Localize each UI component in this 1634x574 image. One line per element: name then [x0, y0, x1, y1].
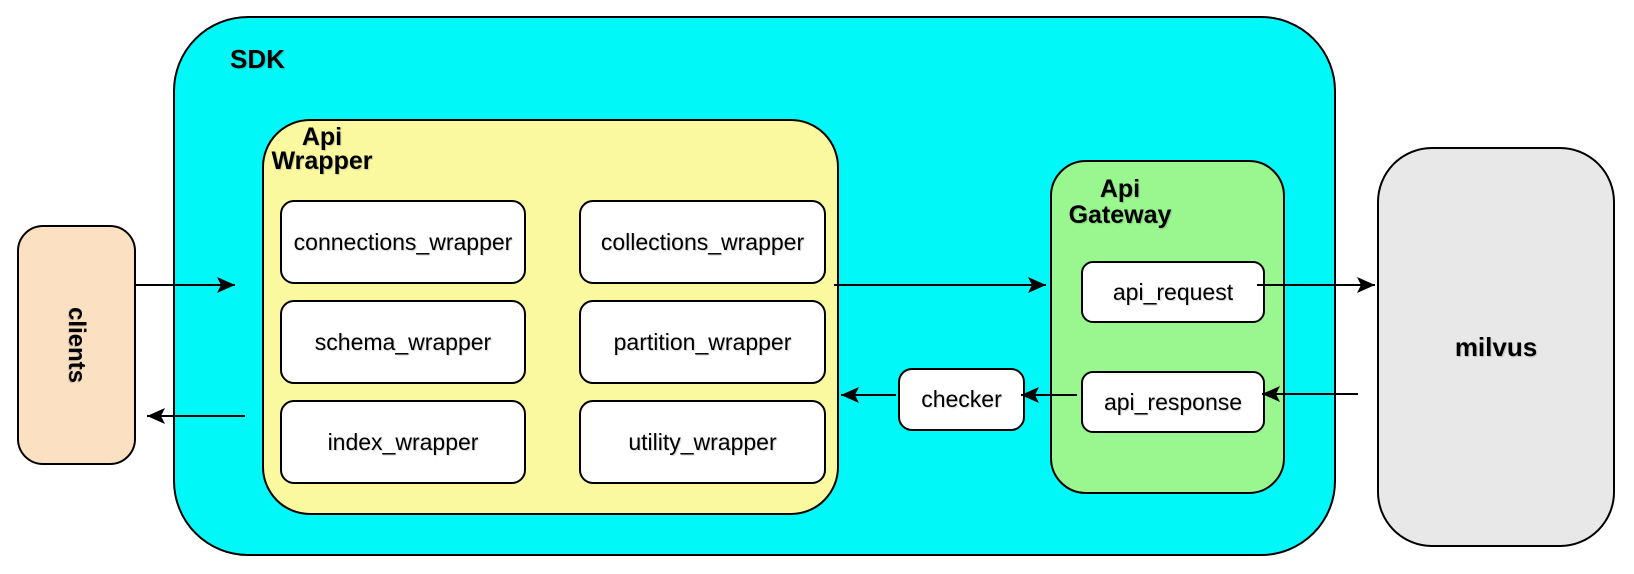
- node-api-request: api_request: [1081, 261, 1265, 323]
- node-checker: checker: [898, 368, 1025, 431]
- clients-node: clients: [17, 225, 136, 465]
- api-wrapper-label: Api Wrapper: [264, 123, 380, 175]
- sdk-label: SDK: [230, 44, 285, 74]
- api-wrapper-label-line2: Wrapper: [271, 147, 373, 175]
- node-utility-wrapper: utility_wrapper: [579, 400, 826, 484]
- node-api-response: api_response: [1081, 371, 1265, 433]
- node-index-wrapper: index_wrapper: [280, 400, 526, 484]
- api-gateway-label-line2: Gateway: [1068, 201, 1172, 229]
- clients-label: clients: [63, 306, 91, 384]
- milvus-node: milvus: [1377, 147, 1615, 547]
- node-collections-wrapper: collections_wrapper: [579, 200, 826, 284]
- milvus-label: milvus: [1454, 331, 1538, 362]
- node-connections-wrapper: connections_wrapper: [280, 200, 526, 284]
- api-wrapper-container: Api Wrapper connections_wrapper collecti…: [262, 119, 839, 515]
- node-schema-wrapper: schema_wrapper: [280, 300, 526, 384]
- node-partition-wrapper: partition_wrapper: [579, 300, 826, 384]
- api-gateway-label-line1: Api: [1099, 175, 1141, 203]
- sdk-container: SDK Api Wrapper connections_wrapper coll…: [173, 16, 1336, 556]
- api-gateway-label: Api Gateway: [1060, 176, 1180, 228]
- api-gateway-container: Api Gateway api_request api_response: [1050, 160, 1285, 494]
- api-wrapper-label-line1: Api: [301, 123, 343, 151]
